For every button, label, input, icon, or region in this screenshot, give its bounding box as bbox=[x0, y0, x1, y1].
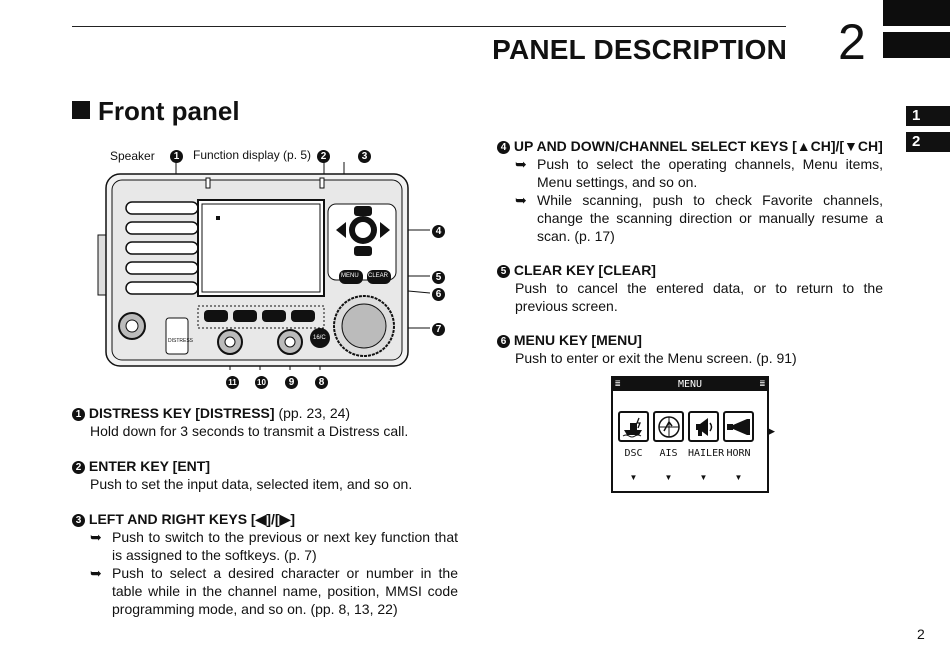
callout-11: 11 bbox=[226, 374, 239, 392]
menu-hamburger-icon-right: ≣ bbox=[759, 379, 765, 389]
ais-icon bbox=[653, 411, 684, 442]
item-left-right-keys: 3 LEFT AND RIGHT KEYS [◀]/[▶] ➥Push to s… bbox=[72, 510, 458, 618]
page-title: PANEL DESCRIPTION bbox=[492, 34, 787, 65]
item-enter-key: 2 ENTER KEY [ENT] Push to set the input … bbox=[72, 457, 458, 493]
speaker-label: Speaker bbox=[110, 149, 155, 163]
page-number: 2 bbox=[917, 626, 925, 642]
ch16c-key-label: 16/C bbox=[313, 335, 326, 341]
clear-key-label: CLEAR bbox=[368, 273, 389, 279]
horn-icon bbox=[723, 411, 754, 442]
function-display-label: Function display (p. 5) bbox=[193, 148, 312, 162]
chapter-number: 2 bbox=[838, 14, 866, 70]
menu-title-bar: ≣ MENU ≣ bbox=[613, 378, 767, 391]
item-up-down-keys: 4 UP AND DOWN/CHANNEL SELECT KEYS [▲CH]/… bbox=[497, 137, 883, 245]
menu-item-ais: AIS bbox=[659, 448, 678, 459]
callout-7: 7 bbox=[432, 321, 445, 339]
ent-key-label: ENT bbox=[358, 226, 370, 232]
item-clear-key: 5 CLEAR KEY [CLEAR] Push to cancel the e… bbox=[497, 261, 883, 315]
callout-3-top: 3 bbox=[358, 148, 371, 166]
menu-key-label: MENU bbox=[341, 273, 359, 279]
menu-screen-illustration: ≣ MENU ≣ ▶ DSC AIS HAILER HORN ▼ ▼ ▼ ▼ bbox=[611, 376, 775, 493]
menu-item-hailer: HAILER bbox=[688, 448, 725, 459]
dsc-icon bbox=[618, 411, 649, 442]
section-title: Front panel bbox=[72, 96, 240, 127]
callout-9: 9 bbox=[285, 374, 298, 392]
side-tab-2[interactable]: 2 bbox=[906, 132, 950, 152]
callout-10: 10 bbox=[255, 374, 268, 392]
callout-8: 8 bbox=[315, 374, 328, 392]
callout-1-top: 1 bbox=[170, 148, 183, 166]
callout-4: 4 bbox=[432, 223, 445, 241]
square-bullet-icon bbox=[72, 101, 90, 119]
menu-down-arrow-icon: ▼ bbox=[664, 473, 673, 482]
chapter-tab-bar-top bbox=[883, 0, 950, 26]
item-menu-key: 6 MENU KEY [MENU] Push to enter or exit … bbox=[497, 331, 883, 367]
menu-down-arrow-icon: ▼ bbox=[699, 473, 708, 482]
distress-key-label: DISTRESS bbox=[168, 338, 194, 344]
radio-front-panel-figure bbox=[97, 162, 431, 370]
callout-2-top: 2 bbox=[317, 148, 330, 166]
item-distress-key: 1 DISTRESS KEY [DISTRESS] (pp. 23, 24) H… bbox=[72, 404, 458, 440]
menu-scroll-right-icon: ▶ bbox=[768, 426, 775, 436]
menu-item-horn: HORN bbox=[726, 448, 751, 459]
menu-down-arrow-icon: ▼ bbox=[629, 473, 638, 482]
callout-6: 6 bbox=[432, 286, 445, 304]
hailer-icon bbox=[688, 411, 719, 442]
side-tab-1[interactable]: 1 bbox=[906, 106, 950, 126]
menu-item-dsc: DSC bbox=[624, 448, 643, 459]
menu-hamburger-icon-left: ≣ bbox=[615, 379, 621, 389]
menu-down-arrow-icon: ▼ bbox=[734, 473, 743, 482]
callout-5: 5 bbox=[432, 269, 445, 287]
chapter-tab-bar-bottom bbox=[883, 32, 950, 58]
header-rule bbox=[72, 26, 786, 27]
